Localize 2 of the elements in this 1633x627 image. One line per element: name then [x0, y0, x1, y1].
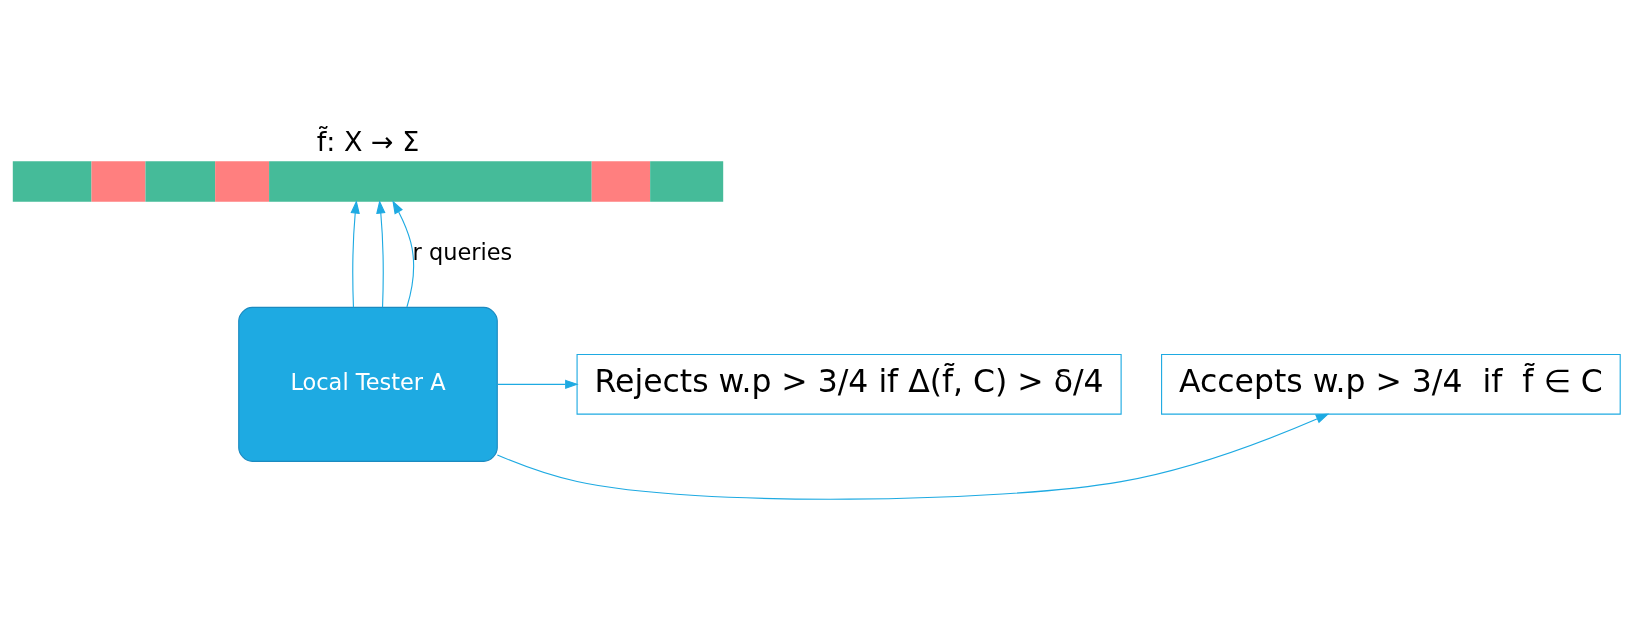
node-label: f̃: X → Σ: [316, 126, 420, 158]
edge-label: r queries: [412, 239, 513, 266]
